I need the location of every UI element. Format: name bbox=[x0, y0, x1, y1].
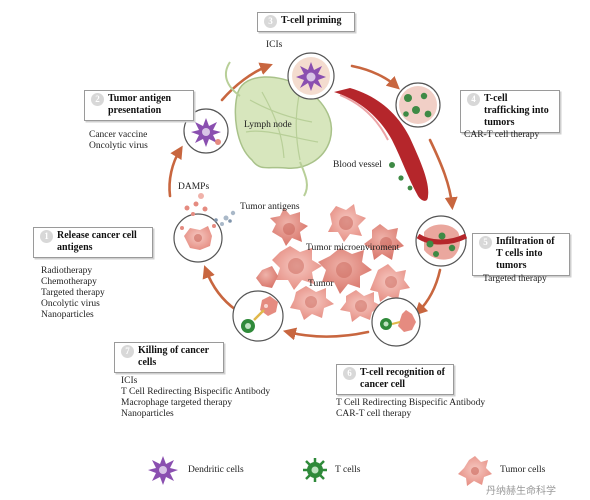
arrow-6-to-7 bbox=[282, 327, 370, 341]
step4-title: T-cell trafficking into tumors bbox=[484, 93, 549, 128]
step6-recognition-circle bbox=[371, 297, 421, 347]
step3-dendritic-cell-circle bbox=[287, 52, 335, 100]
watermark: 丹纳赫生命科学 bbox=[486, 486, 556, 497]
intervention-item: Nanoparticles bbox=[121, 409, 174, 419]
step6-interventions: T Cell Redirecting Bispecific Antibody C… bbox=[336, 398, 485, 420]
tumor-label: Tumor bbox=[308, 279, 334, 289]
step2-title-box: 2 Tumor antigen presentation bbox=[84, 90, 194, 121]
lymph-node bbox=[224, 61, 333, 197]
intervention-item: Macrophage targeted therapy bbox=[121, 398, 233, 408]
step4-t-cells-circle bbox=[395, 82, 441, 128]
step3-title-box: 3 T-cell priming bbox=[257, 12, 355, 32]
intervention-item: Nanoparticles bbox=[41, 310, 94, 320]
tumor-antigens-label: Tumor antigens bbox=[240, 202, 300, 212]
step2-dendritic-cell-circle bbox=[183, 108, 229, 154]
step1-interventions: Radiotherapy Chemotherapy Targeted thera… bbox=[41, 266, 105, 321]
step7-interventions: ICIs T Cell Redirecting Bispecific Antib… bbox=[121, 376, 270, 420]
intervention-item: CAR-T cell therapy bbox=[336, 409, 412, 419]
t-cell-icon bbox=[303, 458, 327, 482]
blood-vessel bbox=[334, 88, 429, 201]
intervention-item: ICIs bbox=[266, 40, 283, 50]
step5-number: 5 bbox=[479, 236, 492, 249]
step1-number: 1 bbox=[40, 230, 53, 243]
arrow-3-to-4 bbox=[350, 64, 400, 90]
damps-label: DAMPs bbox=[178, 182, 210, 192]
tumor-cell-icon bbox=[458, 456, 492, 486]
step6-number: 6 bbox=[343, 367, 356, 380]
step7-killing-circle bbox=[232, 290, 284, 342]
step1-title: Release cancer cell antigens bbox=[57, 230, 137, 253]
intervention-item: Oncolytic virus bbox=[41, 299, 100, 309]
intervention-item: Targeted therapy bbox=[41, 288, 105, 298]
legend-tumor-cells: Tumor cells bbox=[500, 465, 546, 475]
step1-antigen-release-circle bbox=[173, 213, 223, 263]
intervention-item: CAR-T cell therapy bbox=[464, 130, 540, 140]
cycle-arrows bbox=[168, 62, 458, 341]
step2-title: Tumor antigen presentation bbox=[108, 93, 172, 116]
intervention-item: T Cell Redirecting Bispecific Antibody bbox=[121, 387, 271, 397]
step3-interventions: ICIs bbox=[266, 40, 282, 51]
step2-interventions: Cancer vaccine Oncolytic virus bbox=[89, 130, 148, 152]
intervention-item: T Cell Redirecting Bispecific Antibody bbox=[336, 398, 486, 408]
lymph-node-label: Lymph node bbox=[244, 120, 292, 130]
step5-title-box: 5 Infiltration of T cells into tumors bbox=[472, 233, 570, 276]
dendritic-cell-icon bbox=[148, 456, 178, 485]
tumor-microenvironment-label: Tumor microenviroment bbox=[306, 243, 400, 253]
legend-t-cells: T cells bbox=[335, 465, 361, 475]
step7-number: 7 bbox=[121, 345, 134, 358]
tumor-cluster bbox=[256, 204, 410, 322]
step6-title-box: 6 T-cell recognition of cancer cell bbox=[336, 364, 454, 395]
intervention-item: Cancer vaccine bbox=[89, 130, 148, 140]
step7-title: Killing of cancer cells bbox=[138, 345, 209, 368]
step5-title: Infiltration of T cells into tumors bbox=[496, 236, 555, 271]
intervention-item: Oncolytic virus bbox=[89, 141, 148, 151]
step5-infiltration-circle bbox=[415, 215, 468, 267]
step1-title-box: 1 Release cancer cell antigens bbox=[33, 227, 153, 258]
arrow-2-to-3 bbox=[220, 62, 273, 102]
damps-particles bbox=[184, 193, 208, 216]
arrow-1-to-2 bbox=[168, 145, 183, 198]
step4-title-box: 4 T-cell trafficking into tumors bbox=[460, 90, 560, 133]
tumor-antigen-particles bbox=[214, 210, 236, 226]
intervention-item: Targeted therapy bbox=[483, 274, 547, 284]
step6-title: T-cell recognition of cancer cell bbox=[360, 367, 445, 390]
step5-interventions: Targeted therapy bbox=[483, 274, 547, 285]
step7-title-box: 7 Killing of cancer cells bbox=[114, 342, 224, 373]
arrow-7-to-1 bbox=[202, 265, 238, 312]
step2-number: 2 bbox=[91, 93, 104, 106]
step4-number: 4 bbox=[467, 93, 480, 106]
step4-interventions: CAR-T cell therapy bbox=[464, 130, 539, 141]
intervention-item: Radiotherapy bbox=[41, 266, 93, 276]
arrow-5-to-6 bbox=[414, 268, 442, 316]
intervention-item: Chemotherapy bbox=[41, 277, 97, 287]
legend-dendritic-cells: Dendritic cells bbox=[188, 465, 244, 475]
arrow-4-to-5 bbox=[428, 138, 458, 211]
step3-title: T-cell priming bbox=[281, 15, 342, 26]
step3-number: 3 bbox=[264, 15, 277, 28]
intervention-item: ICIs bbox=[121, 376, 138, 386]
blood-vessel-label: Blood vessel bbox=[333, 160, 382, 170]
